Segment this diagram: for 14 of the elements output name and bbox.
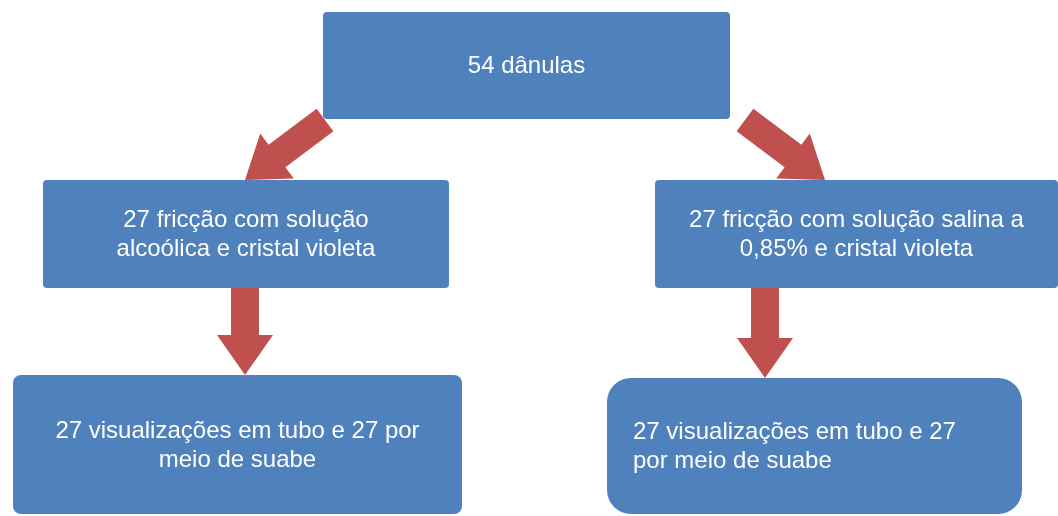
process-box bbox=[43, 180, 449, 288]
box-text: 54 dânulas bbox=[467, 51, 586, 80]
block-arrow bbox=[737, 288, 793, 378]
process-box bbox=[607, 378, 1022, 514]
box-text: 27 fricção com solução alcoólica e cristal violeta bbox=[115, 205, 377, 263]
process-box bbox=[655, 180, 1058, 288]
process-box bbox=[13, 375, 462, 514]
block-arrow bbox=[736, 108, 825, 180]
box-text: 27 visualizações em tubo e 27 por meio de suabe bbox=[54, 415, 421, 474]
box-text: 27 visualizações em tubo e 27 por meio de suabe bbox=[633, 417, 957, 475]
process-box bbox=[323, 12, 730, 119]
block-arrow bbox=[245, 108, 334, 180]
block-arrow bbox=[217, 288, 273, 375]
box-text: 27 fricção com solução salina a 0,85% e cristal violeta bbox=[688, 205, 1025, 263]
